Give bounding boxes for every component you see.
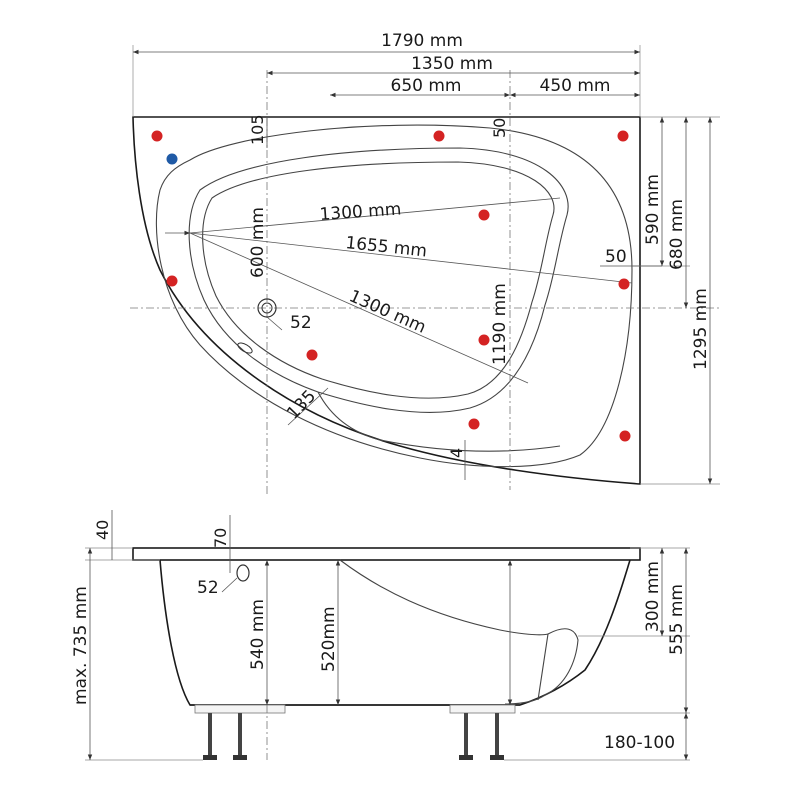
leg-bracket (194, 704, 286, 714)
dim-overall-width: 1790 mm (381, 31, 463, 51)
leg-foot (490, 755, 504, 760)
leg-foot (203, 755, 217, 760)
leg-foot (459, 755, 473, 760)
jet-markers (151, 130, 631, 442)
dim-line-135 (287, 387, 329, 426)
dim-rim-40: 40 (93, 520, 112, 540)
jet-marker (478, 209, 490, 221)
tub-basin-outline (188, 147, 569, 413)
dim-height-540: 540 mm (248, 599, 268, 670)
dim-650: 650 mm (391, 76, 462, 96)
dim-rim-50: 50 (490, 118, 509, 138)
dim-rim-105: 105 (248, 114, 267, 145)
top-view: 1790 mm 1350 mm 650 mm 450 mm 105 50 600… (130, 31, 720, 495)
jet-marker (433, 130, 445, 142)
tub-outer-outline (132, 116, 641, 485)
jet-marker (306, 349, 318, 361)
side-shell-outline (159, 559, 631, 706)
tub-rim-edge (155, 124, 633, 468)
leg-bracket (449, 704, 516, 714)
dim-diagonal-1655: 1655 mm (344, 233, 427, 261)
jet-marker (166, 275, 178, 287)
drain-leader (266, 316, 283, 331)
side-basin-curve (339, 559, 549, 636)
dim-legs-range: 180-100 (604, 733, 675, 753)
dim-right-680: 680 mm (667, 199, 687, 270)
dim-diagonal-upper: 1300 mm (319, 199, 402, 225)
dim-overflow-70: 70 (211, 528, 230, 548)
side-view: 40 70 52 540 mm 520mm max. 735 mm 300 mm… (71, 510, 690, 761)
side-rim (132, 547, 641, 561)
jet-marker (619, 430, 631, 442)
side-seat-profile (504, 628, 579, 705)
dim-seat-135: 135 (283, 386, 320, 423)
diagonal-lower (189, 232, 529, 384)
dim-right-590: 590 mm (643, 174, 663, 245)
dim-inner-width: 1350 mm (411, 54, 493, 74)
drain-inner-icon (261, 302, 273, 314)
dim-depth-1190: 1190 mm (490, 283, 510, 365)
dim-depth-600: 600 mm (248, 207, 268, 278)
overflow-leader (221, 577, 238, 593)
dim-step-300: 300 mm (643, 561, 663, 632)
diagonal-middle (189, 232, 633, 284)
diagonal-upper (189, 197, 561, 234)
dim-depth-520: 520mm (319, 606, 339, 672)
dim-450: 450 mm (540, 76, 611, 96)
tap-marker (166, 153, 178, 165)
jet-marker (478, 334, 490, 346)
dim-max-height: max. 735 mm (71, 586, 91, 705)
dim-drain-52: 52 (290, 313, 312, 333)
dim-diagonal-lower: 1300 mm (346, 286, 429, 338)
overflow-icon (237, 342, 253, 354)
jet-marker (617, 130, 629, 142)
jet-marker (151, 130, 163, 142)
jet-marker (468, 418, 480, 430)
seat-outline (317, 391, 561, 452)
legs (194, 704, 516, 760)
side-overflow-icon (236, 564, 250, 582)
tub-basin-inner (202, 161, 555, 399)
side-seat-front (537, 633, 549, 701)
dim-height-555: 555 mm (667, 584, 687, 655)
dim-rim-right-50: 50 (605, 247, 627, 267)
dim-overall-depth: 1295 mm (691, 288, 711, 370)
dim-overflow-52: 52 (197, 578, 219, 598)
leg-foot (233, 755, 247, 760)
jet-marker (618, 278, 630, 290)
dim-rim-bottom-4: 4 (447, 448, 466, 458)
